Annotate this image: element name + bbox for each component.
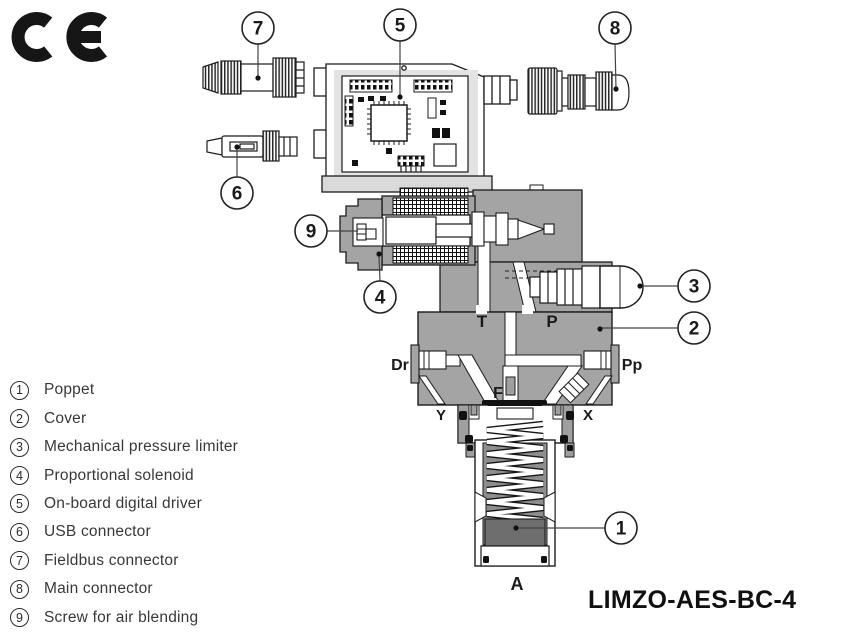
legend-item-fieldbus-connector: 7 Fieldbus connector (10, 547, 238, 575)
callout-6: 6 (220, 176, 254, 210)
port-dr (410, 344, 447, 384)
callout-2: 2 (677, 311, 711, 345)
pressure-limiter-drawing (529, 265, 644, 309)
legend-number-badge: 5 (10, 494, 29, 514)
svg-text:3: 3 (689, 277, 700, 298)
legend-item-air-bleed-screw: 9 Screw for air blending (10, 604, 238, 632)
legend-item-poppet: 1 Poppet (10, 376, 238, 404)
product-code-title: LIMZO-AES-BC-4 (588, 586, 797, 614)
callout-5: 5 (383, 8, 417, 42)
port-pp (583, 344, 620, 384)
port-label-y: Y (436, 407, 446, 424)
valve-body-drawing (410, 305, 620, 406)
legend-number-badge: 9 (10, 608, 29, 628)
callout-3: 3 (677, 269, 711, 303)
callout-8: 8 (598, 11, 632, 45)
svg-text:2: 2 (689, 319, 700, 340)
solenoid-drawing (339, 187, 555, 271)
legend-item-main-connector: 8 Main connector (10, 575, 238, 603)
poppet-drawing (484, 518, 546, 547)
svg-text:7: 7 (253, 19, 264, 40)
port-label-a: A (511, 574, 524, 594)
legend-number-badge: 3 (10, 437, 29, 457)
legend-number-badge: 7 (10, 551, 29, 571)
port-label-dr: Dr (391, 357, 409, 374)
chip-drawing (367, 101, 411, 145)
legend-item-usb-connector: 6 USB connector (10, 518, 238, 546)
fieldbus-connector-drawing (202, 57, 305, 98)
legend-number-badge: 6 (10, 522, 29, 542)
legend-item-label: Mechanical pressure limiter (44, 438, 239, 456)
legend-item-label: Poppet (44, 381, 95, 399)
ce-mark-logo (11, 12, 108, 62)
port-label-p: P (546, 312, 557, 331)
legend-item-label: USB connector (44, 523, 151, 541)
legend-item-label: Screw for air blending (44, 608, 199, 626)
svg-text:4: 4 (375, 288, 386, 309)
air-bleed-screw-drawing (352, 217, 384, 247)
pcb-drawing (341, 75, 469, 173)
callout-9: 9 (294, 214, 328, 248)
legend-number-badge: 4 (10, 466, 29, 486)
legend: 1 Poppet 2 Cover 3 Mechanical pressure l… (10, 376, 238, 632)
legend-item-label: Main connector (44, 580, 153, 598)
legend-item-digital-driver: 5 On-board digital driver (10, 490, 238, 518)
svg-text:9: 9 (306, 222, 317, 243)
legend-item-solenoid: 4 Proportional solenoid (10, 461, 238, 489)
svg-text:1: 1 (616, 519, 627, 540)
cartridge-drawing (457, 400, 575, 567)
callout-leader-lines (234, 41, 678, 531)
legend-item-label: On-board digital driver (44, 494, 202, 512)
legend-item-label: Cover (44, 409, 87, 427)
callout-1: 1 (604, 511, 638, 545)
legend-number-badge: 1 (10, 380, 29, 400)
legend-number-badge: 8 (10, 579, 29, 599)
port-label-pp: Pp (622, 357, 643, 374)
legend-item-label: Fieldbus connector (44, 551, 179, 569)
svg-text:8: 8 (610, 19, 621, 40)
callout-4: 4 (363, 280, 397, 314)
main-connector-drawing (527, 67, 630, 115)
legend-item-pressure-limiter: 3 Mechanical pressure limiter (10, 433, 238, 461)
svg-text:5: 5 (395, 16, 406, 37)
legend-item-label: Proportional solenoid (44, 466, 194, 484)
legend-item-cover: 2 Cover (10, 404, 238, 432)
port-label-f: F (493, 385, 503, 402)
driver-enclosure-drawing (313, 63, 518, 193)
usb-connector-drawing (206, 130, 298, 162)
callout-7: 7 (241, 11, 275, 45)
legend-number-badge: 2 (10, 409, 29, 429)
spring-drawing (486, 420, 544, 524)
port-label-x: X (583, 407, 593, 424)
svg-text:6: 6 (232, 184, 243, 205)
port-label-t: T (477, 312, 488, 331)
